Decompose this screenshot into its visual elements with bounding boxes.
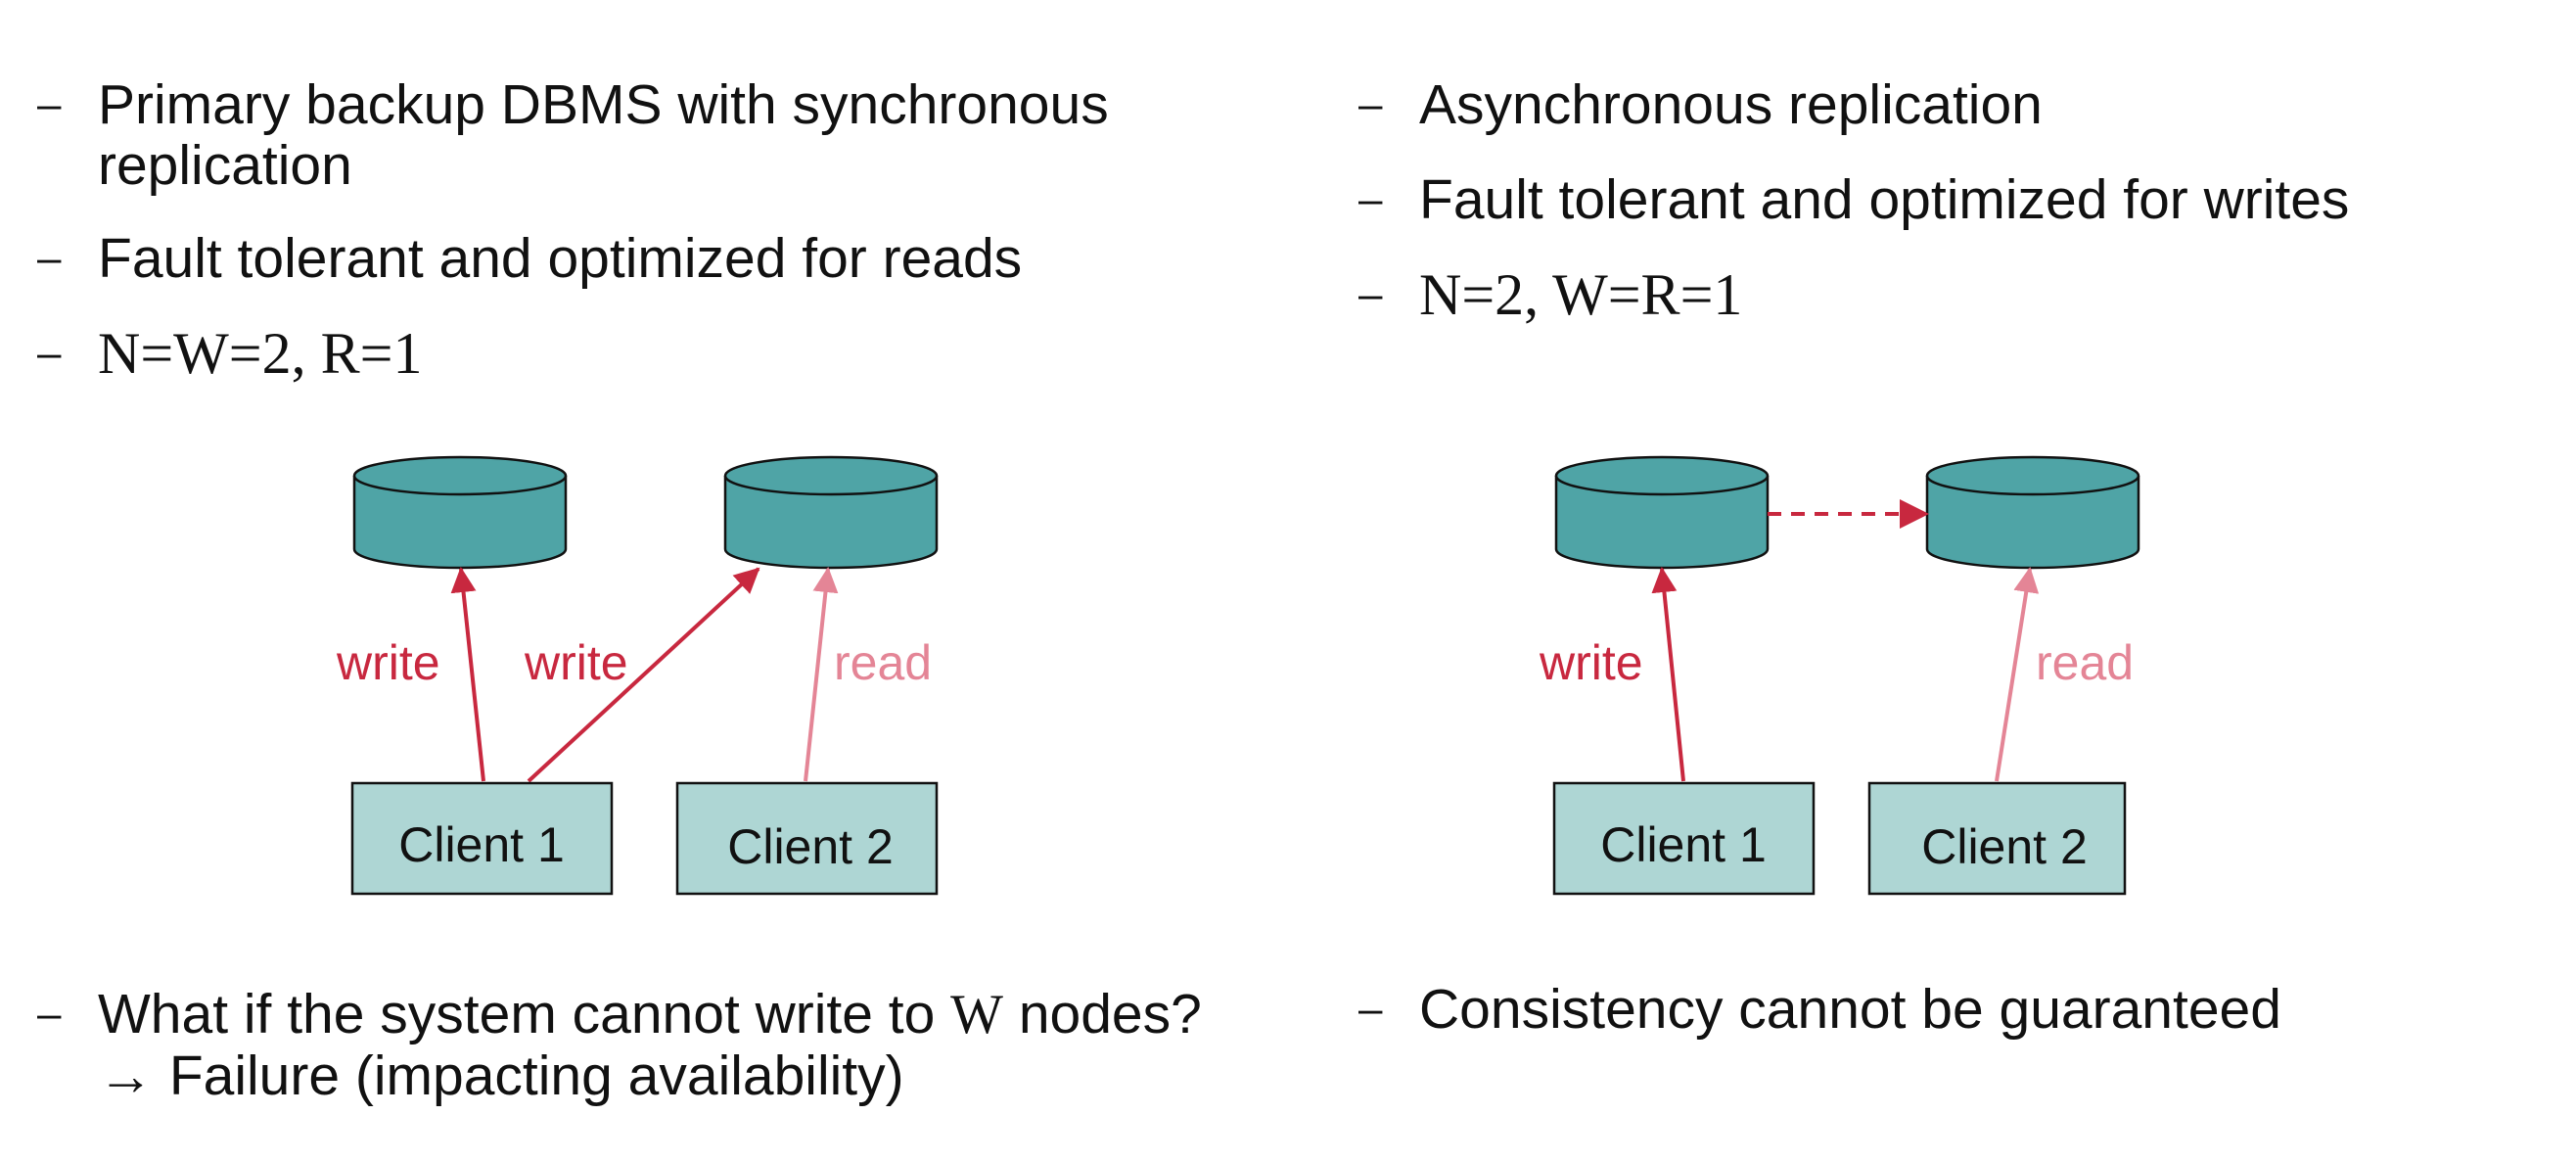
right-diagram: write read Client 1 Client 2 — [1539, 455, 2140, 896]
database-cylinder-2 — [723, 455, 939, 570]
bullet-dash: – — [1358, 270, 1383, 318]
client-1-label: Client 1 — [1600, 817, 1767, 872]
right-bullet-1-text: Asynchronous replication — [1419, 73, 2043, 136]
bullet-dash: – — [37, 990, 62, 1038]
left-bullet-2-text: Fault tolerant and optimized for reads — [98, 227, 1023, 290]
client-box-2: Client 2 — [1867, 781, 2127, 896]
left-bullet-1-line-1: Primary backup DBMS with synchronous — [98, 73, 1109, 136]
right-bullet-2-text: Fault tolerant and optimized for writes — [1419, 168, 2350, 231]
bullet-dash: – — [1358, 175, 1383, 223]
left-bullet-1-text: Primary backup DBMS with synchronous rep… — [98, 74, 1109, 196]
read-arrow — [1995, 567, 2040, 782]
database-cylinder-2 — [1925, 455, 2140, 570]
bullet-dash: – — [37, 329, 62, 377]
client-box-1: Client 1 — [350, 781, 614, 896]
left-bullet-1-line-2: replication — [98, 134, 352, 197]
bullet-dash: – — [37, 80, 62, 128]
left-bottom-line-1-pre: What if the system cannot write to — [98, 983, 951, 1045]
client-1-label: Client 1 — [398, 817, 565, 872]
database-cylinder-1 — [1554, 455, 1770, 570]
write-arrow-1 — [450, 567, 485, 782]
right-bullet-3-text: N=2, W=R=1 — [1419, 262, 1743, 327]
write-arrow-2 — [527, 567, 760, 783]
client-box-1: Client 1 — [1552, 781, 1816, 896]
client-2-label: Client 2 — [1921, 819, 2088, 874]
write-label-2: write — [524, 635, 628, 690]
write-label: write — [1539, 635, 1643, 690]
read-arrow — [804, 567, 839, 782]
bullet-dash: – — [37, 234, 62, 282]
client-box-2: Client 2 — [675, 781, 939, 896]
client-2-label: Client 2 — [727, 819, 894, 874]
left-bullet-3-text: N=W=2, R=1 — [98, 321, 423, 386]
left-bottom-line-1: What if the system cannot write to W nod… — [98, 984, 1202, 1045]
right-bottom-text: Consistency cannot be guaranteed — [1419, 978, 2281, 1041]
left-bottom-line-1-math: W — [950, 984, 1003, 1045]
write-label-1: write — [336, 635, 440, 690]
database-cylinder-1 — [352, 455, 568, 570]
left-bottom-line-2: → Failure (impacting availability) — [98, 1045, 904, 1107]
write-arrow — [1651, 567, 1685, 782]
read-label: read — [834, 635, 932, 690]
read-label: read — [2036, 635, 2134, 690]
bullet-dash: – — [1358, 985, 1383, 1033]
bullet-dash: – — [1358, 80, 1383, 128]
left-bottom-line-1-post: nodes? — [1002, 983, 1202, 1045]
left-diagram: write write read Client 1 Client 2 — [336, 455, 939, 896]
left-bottom-text: What if the system cannot write to W nod… — [98, 984, 1202, 1106]
